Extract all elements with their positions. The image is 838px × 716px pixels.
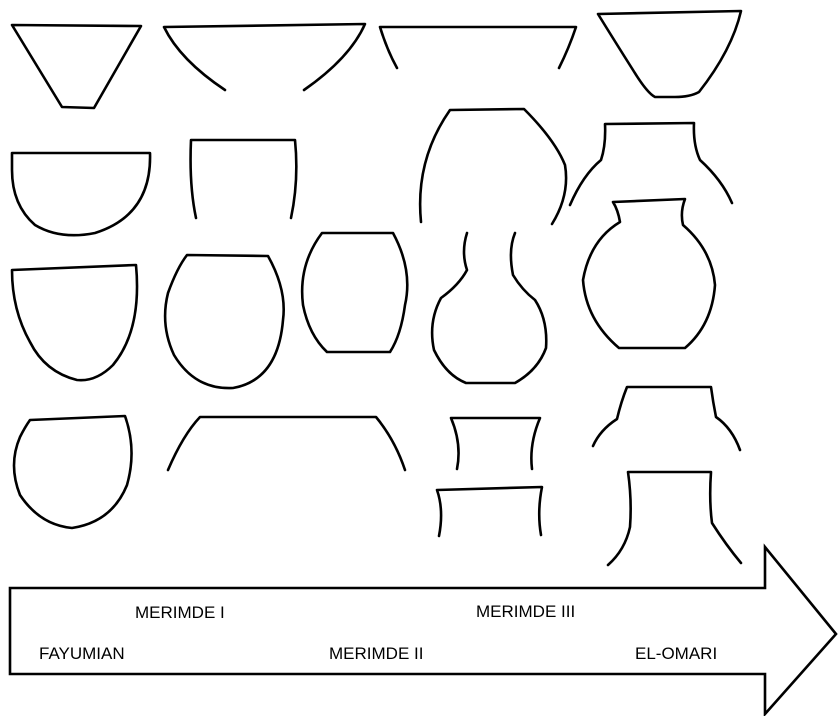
vessel-merimde-iii-short-neck: [437, 487, 542, 536]
vessel-merimde-ii-barrel-jar: [302, 233, 407, 352]
vessel-el-omari-flared-neck-fragment: [593, 387, 740, 450]
vessel-merimde-iii-cylindrical-neck: [451, 418, 540, 469]
label-fayumian: FAYUMIAN: [39, 644, 125, 663]
vessel-merimde-i-wide-bowl: [164, 24, 365, 90]
vessel-fayumian-deep-bowl: [12, 265, 137, 380]
vessel-merimde-iii-bottle: [432, 233, 546, 383]
vessel-fayumian-globular-pot: [14, 416, 132, 528]
vessel-el-omari-flared-bowl: [598, 11, 741, 97]
vessel-merimde-i-wide-basin-fragment: [168, 417, 405, 470]
vessel-el-omari-tall-neck-fragment: [608, 472, 741, 565]
timeline-arrow: [10, 547, 836, 714]
vessel-merimde-i-ovoid-jar: [165, 255, 284, 388]
vessel-el-omari-globular-jar: [583, 199, 715, 348]
label-el-omari: EL-OMARI: [635, 644, 717, 663]
vessel-merimde-iii-shouldered-jar: [420, 109, 566, 224]
vessel-fayumian-round-bowl: [12, 153, 150, 235]
label-merimde-ii: MERIMDE II: [329, 644, 423, 663]
vessel-el-omari-necked-jar-fragment: [570, 123, 732, 205]
label-merimde-iii: MERIMDE III: [476, 602, 575, 621]
vessel-fayumian-conical-bowl: [12, 25, 141, 108]
vessel-merimde-i-straight-jar: [191, 140, 297, 218]
vessel-merimde-ii-wide-bowl: [380, 27, 576, 68]
label-merimde-i: MERIMDE I: [135, 603, 225, 622]
